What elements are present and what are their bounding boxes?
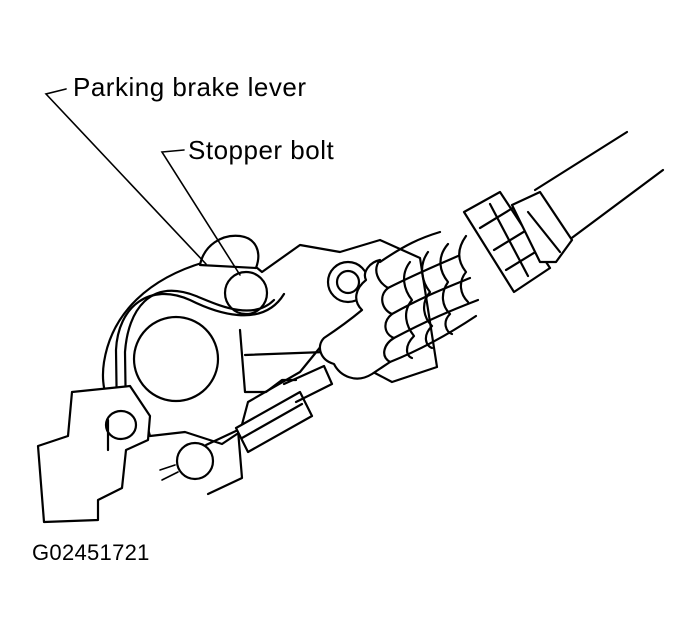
cable-rod — [234, 364, 334, 454]
cable-boot — [318, 230, 480, 380]
figure-code: G02451721 — [32, 540, 150, 565]
mounting-bracket — [36, 384, 152, 524]
clevis-pin — [159, 428, 244, 496]
label-stopper-bolt: Stopper bolt — [188, 135, 334, 165]
stopper-bolt — [223, 270, 269, 316]
pivot-shaft — [132, 315, 220, 403]
leader-parking-brake-lever — [44, 88, 207, 265]
cable-end-fitting — [462, 190, 574, 294]
return-spring — [114, 289, 286, 422]
leader-stopper-bolt — [160, 149, 241, 276]
label-parking-brake-lever: Parking brake lever — [73, 72, 307, 102]
leader-lines — [44, 88, 241, 276]
brake-cable — [533, 130, 665, 245]
stopper-bracket — [198, 234, 260, 270]
